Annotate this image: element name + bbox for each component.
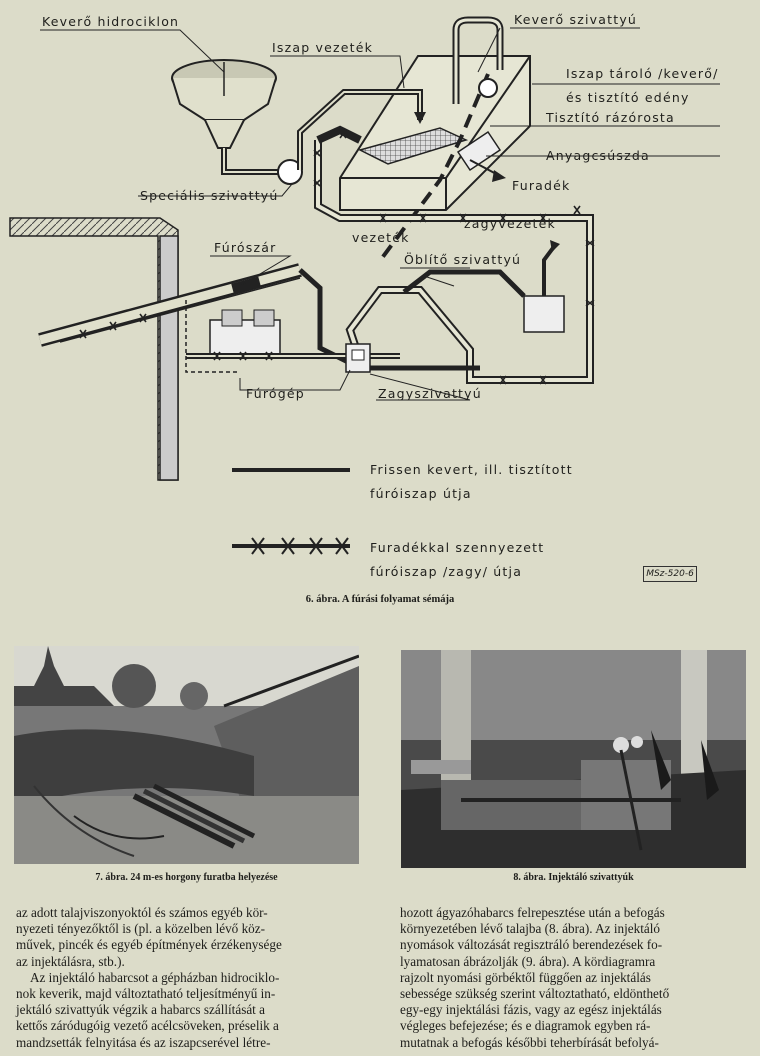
label-iszap-vezetek: Iszap vezeték [272,40,373,55]
text-line: Az injektáló habarcsot a gépházban hidro… [30,969,280,985]
legend-dirty-crosses [251,537,349,555]
text-line: végleges befejezése; és e diagramok egyb… [400,1018,651,1034]
label-vezetek: vezeték [352,230,410,245]
legend-fresh-2: fúróiszap útja [370,486,472,501]
text-line: kettős záródugóig vezető acélcsöveken, p… [16,1018,279,1034]
figure-7-caption: 7. ábra. 24 m-es horgony furatba helyezé… [95,872,278,883]
label-specialis-szivattyu: Speciális szivattyú [140,188,279,203]
figure-8-caption: 8. ábra. Injektáló szivattyúk [513,872,634,883]
text-line: sebessége szükség szerint változtatható,… [400,986,670,1002]
legend-dirty-2: fúróiszap /zagy/ útja [370,564,522,579]
label-iszap-tarolo-1: Iszap tároló /keverő/ [566,66,718,81]
special-pump [221,89,426,185]
text-column-right: hozott ágyazóhabarcs felrepesztése után … [400,905,748,1051]
drill-rod [38,263,480,371]
text-line: az injektálásra, stb.). [16,953,125,969]
label-zagyszivattyu: Zagyszivattyú [378,386,482,401]
label-furogep: Fúrógép [246,386,305,401]
mixing-pump [452,16,504,104]
text-line: környezetében lévő talajba (8. ábra). Az… [400,921,660,937]
text-line: az adott talajviszonyoktól és számos egy… [16,905,268,920]
slurry-pipeline [313,125,595,385]
text-line: nyezeti tényezőktől is (pl. a közelben l… [16,921,266,937]
photo-anchor-placement [14,646,359,864]
text-line: művek, pincék és egyéb építmények érzéke… [16,937,282,953]
text-line: nok keverik, majd változtatható teljesít… [16,986,276,1002]
label-kevero-hidrociklon: Keverő hidrociklon [42,14,179,29]
label-oblito-szivattyu: Öblítő szivattyú [404,251,521,267]
label-furoszar: Fúrószár [214,240,276,255]
legend-dirty-1: Furadékkal szennyezett [370,540,544,555]
ground-wall [9,217,179,481]
mixing-hydrocyclone [171,59,277,149]
text-line: nyomások változását regisztráló berendez… [400,937,663,953]
legend-fresh-1: Frissen kevert, ill. tisztított [370,462,573,477]
flushing-pump [402,240,565,333]
figure-6-caption: 6. ábra. A fúrási folyamat sémája [305,594,455,605]
label-kevero-szivattyu: Keverő szivattyú [514,12,637,27]
photo-injection-pumps [401,650,746,868]
text-line: lyamatosan ábrázolják (9. ábra). A kördi… [400,953,656,969]
drilling-process-diagram: Keverő hidrociklon Keverő szivattyú Isza… [9,12,720,579]
text-line: mutatnak a befogás későbbi teherbírását … [400,1034,659,1050]
label-tisztito-razorosta: Tisztító rázórosta [545,110,675,125]
text-column-left: az adott talajviszonyoktól és számos egy… [16,905,356,1051]
material-chute [456,130,506,182]
label-anyagcsuszda: Anyagcsúszda [546,148,650,163]
stamp-label: MSz-520-6 [643,566,697,582]
text-line: jektáló szivattyúk végzik a habarcs szál… [16,1002,265,1018]
label-iszap-tarolo-2: és tisztító edény [566,90,690,105]
text-line: mandzsetták felnyitása és az iszapcserév… [16,1034,271,1050]
text-line: egy-egy injektálási fázis, vagy az egész… [400,1002,662,1018]
text-line: hozott ágyazóhabarcs felrepesztése után … [400,905,665,920]
legend: Frissen kevert, ill. tisztított fúróisza… [232,462,573,579]
slurry-pump [345,343,371,373]
label-zagyvezetek: zagyvezeték [464,216,556,231]
text-line: rajzolt nyomási görbéktől függően az inj… [400,969,651,985]
label-furadek: Furadék [512,178,571,193]
leader-lines [40,27,720,401]
